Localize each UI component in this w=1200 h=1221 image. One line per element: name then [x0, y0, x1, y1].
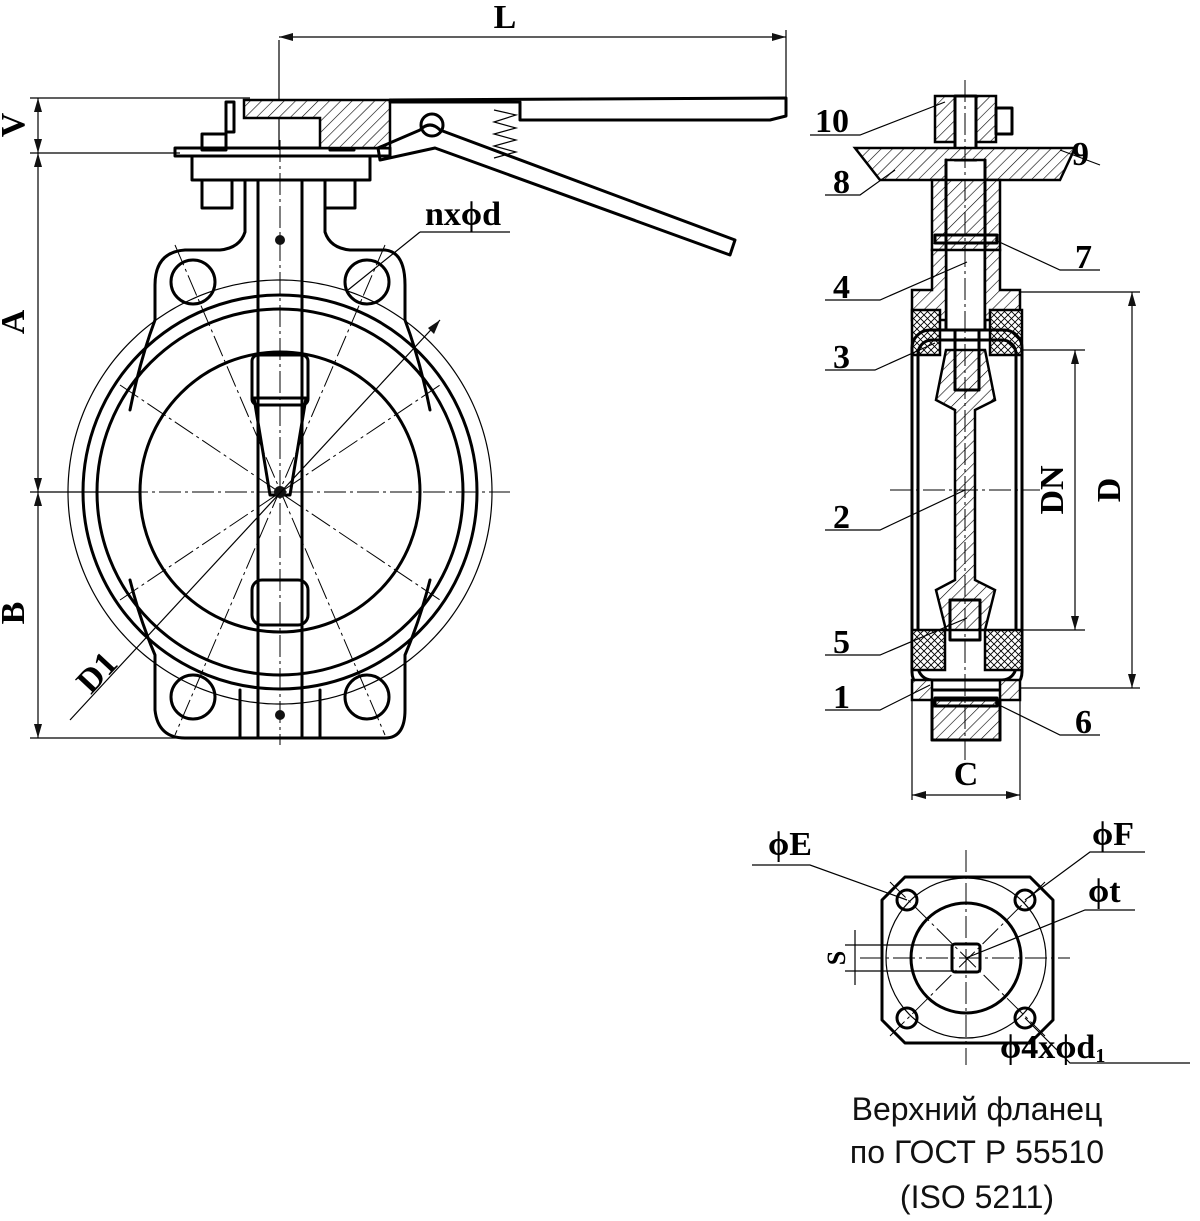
dimension-C: C	[911, 700, 1021, 800]
part-9-label: 9	[1072, 136, 1089, 173]
flange-bolts-label: ϕ4xϕd1	[1000, 1029, 1105, 1067]
flange-E-label: ϕE	[768, 826, 812, 863]
dim-D1-label: D1	[70, 645, 125, 701]
side-section-view: DN D C 10 9 8 7 4 3 2	[810, 80, 1140, 800]
dim-V-label: V	[0, 112, 32, 137]
part-10-label: 10	[815, 103, 849, 140]
caption-line-1: Верхний фланец	[852, 1091, 1103, 1127]
dimension-DN-D: DN D	[1020, 291, 1140, 689]
part-8-label: 8	[833, 164, 850, 201]
dim-DN-label: DN	[1034, 465, 1071, 515]
part-2-label: 2	[833, 499, 850, 536]
holes-label: nxϕd	[425, 196, 501, 233]
dim-C-label: C	[954, 756, 979, 793]
part-4-label: 4	[833, 269, 850, 306]
part-3-label: 3	[833, 339, 850, 376]
flange-F-label: ϕF	[1092, 816, 1134, 853]
dim-L-label: L	[494, 0, 517, 36]
dim-S-label: S	[822, 951, 851, 965]
part-leaders	[810, 101, 1101, 736]
caption-line-2: по ГОСТ Р 55510	[850, 1134, 1104, 1170]
dim-D-label: D	[1091, 478, 1128, 503]
dim-B-label: B	[0, 602, 32, 625]
part-5-label: 5	[833, 624, 850, 661]
dim-A-label: A	[0, 309, 32, 334]
part-1-label: 1	[833, 679, 850, 716]
dimension-left-stack: V A B	[0, 97, 250, 739]
part-7-label: 7	[1075, 239, 1092, 276]
part-6-label: 6	[1075, 704, 1092, 741]
dimension-L: L	[278, 0, 787, 150]
holes-callout: nxϕd	[347, 196, 510, 291]
front-view: L V A B	[0, 0, 788, 745]
top-flange-view: S ϕE ϕF ϕt ϕ4xϕd1 Верхний фланец по ГОСТ…	[752, 816, 1190, 1215]
valve-body-outline	[128, 178, 432, 740]
caption-line-3: (ISO 5211)	[900, 1179, 1054, 1215]
flange-t-label: ϕt	[1088, 873, 1121, 910]
